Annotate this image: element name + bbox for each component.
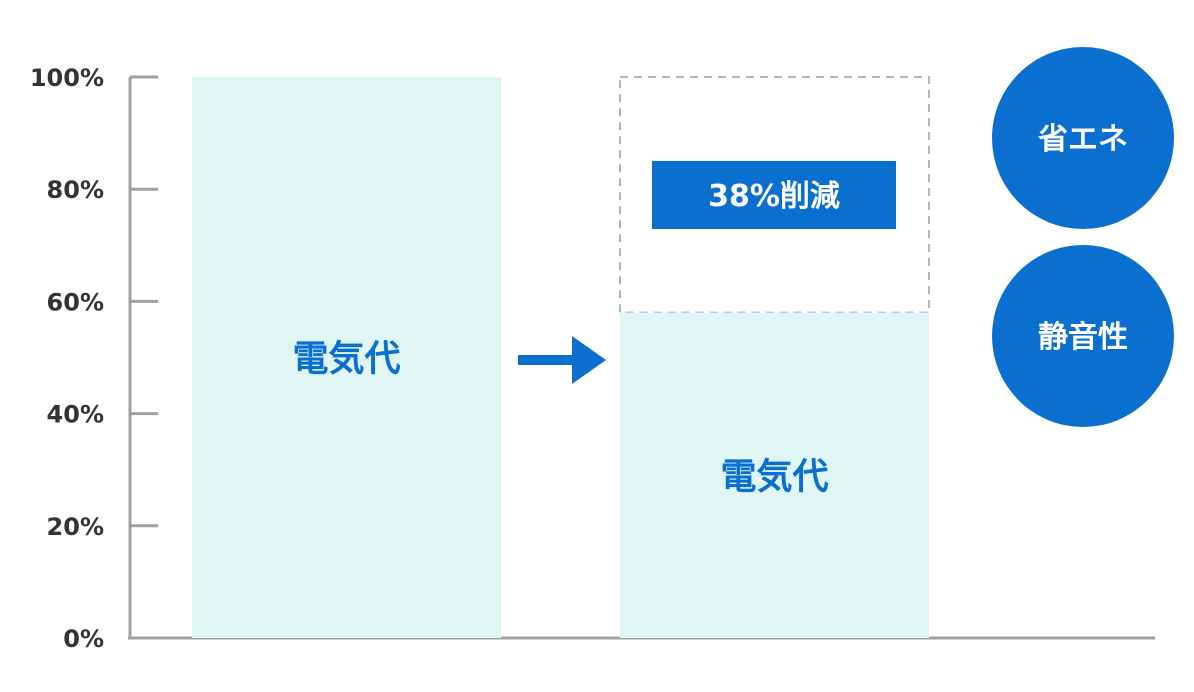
bar-label: 電気代 [292,339,400,380]
arrow-shaft [518,355,574,365]
bar-label: 電気代 [720,456,828,497]
reduction-badge-text: 38%削減 [708,179,840,214]
y-tick-label: 60% [47,288,104,316]
bar-after [620,312,929,638]
feature-circle [992,47,1174,229]
y-tick-label: 40% [47,401,104,429]
reduction-outline [619,76,930,314]
y-tick-label: 100% [30,64,104,92]
feature-label: 静音性 [1038,320,1128,355]
y-tick-label: 80% [47,176,104,204]
y-tick-label: 0% [63,625,104,653]
feature-label: 省エネ [1038,122,1128,157]
reduction-badge [652,161,896,229]
feature-circle [992,245,1174,427]
arrow-right-icon [572,336,606,384]
bar-before [192,77,501,638]
y-tick-label: 20% [47,513,104,541]
